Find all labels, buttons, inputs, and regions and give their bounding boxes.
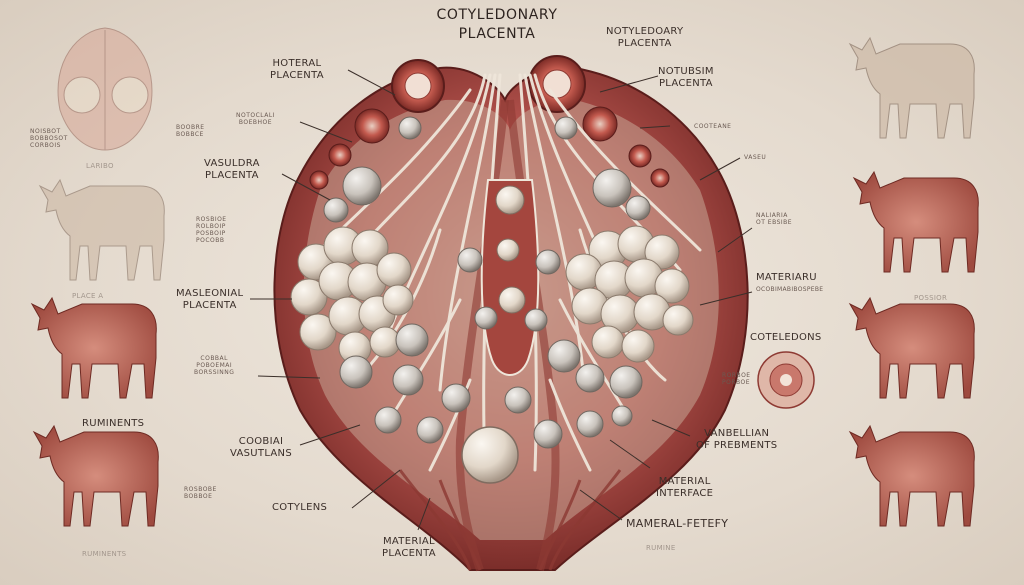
- title-line-1: COTYLEDONARY: [436, 7, 558, 23]
- label-top-left-small: NOISBOT BOBBOSOT CORBOIS: [30, 128, 68, 149]
- label-line: POSBOIP: [196, 230, 226, 237]
- label-line: MATERIAL: [658, 476, 711, 487]
- label-line: OCOBIMABIBOSPEBE: [756, 286, 824, 293]
- label-line: CORBOIS: [30, 142, 61, 149]
- animal-right-4: [848, 424, 975, 527]
- animal-right-1: [848, 36, 975, 139]
- label-coobiai-vasutlans: COOBIAI VASUTLANS: [230, 436, 292, 460]
- label-ruminents: RUMINENTS: [82, 418, 145, 429]
- label-masleonial-placenta: MASLEONIAL PLACENTA: [176, 288, 243, 312]
- label-line: BOBBCE: [176, 131, 204, 138]
- coteledon-inset: [757, 351, 815, 409]
- label-line: NALIARIA: [756, 212, 788, 219]
- label-vanbellian: VANBELLIAN OF PREBMENTS: [696, 428, 777, 452]
- label-noteral-placenta: HOTERAL PLACENTA: [270, 58, 324, 82]
- label-line: PLACENTA: [658, 78, 713, 89]
- label-line: BOBBOE: [184, 493, 213, 500]
- label-line: BORSSINNG: [194, 369, 235, 376]
- animal-right-3: [848, 296, 975, 399]
- label-line: MATERIAL: [383, 536, 435, 547]
- page-title: COTYLEDONARY PLACENTA: [412, 6, 582, 44]
- animal-right-2: [852, 170, 979, 273]
- label-line: NOTYLEDOARY: [606, 26, 684, 37]
- label-coteledons: COTELEDONS: [750, 332, 822, 343]
- label-line: OF PREBMENTS: [696, 440, 778, 451]
- label-notyledoary-placenta: NOTYLEDOARY PLACENTA: [606, 26, 683, 50]
- label-line: BOBBOSOT: [30, 135, 68, 142]
- label-cobbal: COBBAL POBOEMAI BORSSINNG: [194, 355, 234, 376]
- bottom-strands: [398, 469, 622, 571]
- label-materiaru: MATERIARU OCOBIMABIBOSPEBE: [756, 272, 823, 296]
- label-coteledons-sub: RORBOE PORBOE: [722, 372, 751, 386]
- label-line: ROSBIOE: [196, 216, 227, 223]
- label-placea-faint: PLACE A: [72, 292, 104, 300]
- label-mameral-fetefy: MAMERAL-FETEFY: [626, 517, 729, 530]
- label-line: PLACENTA: [182, 300, 237, 311]
- label-line: VASULDRA: [204, 158, 260, 169]
- label-line: MASLEONIAL: [176, 288, 244, 299]
- label-line: INTERFACE: [656, 488, 714, 499]
- label-notubsim-placenta: NOTUBSIM PLACENTA: [658, 66, 714, 90]
- label-line: VASUTLANS: [230, 448, 292, 459]
- label-line: ROLBOIP: [196, 223, 226, 230]
- label-line: VANBELLIAN: [704, 428, 770, 439]
- label-line: PLACENTA: [382, 548, 436, 559]
- label-line: PLACENTA: [204, 170, 259, 181]
- left-cotyledon-cluster: [290, 226, 414, 365]
- label-faint-bottom: RUMINE: [646, 544, 676, 552]
- animal-left-2: [30, 296, 157, 399]
- label-line: NOISBOT: [30, 128, 61, 135]
- label-line: HOTERAL: [272, 58, 322, 69]
- label-top-left-small-2: BOOBRE BOBBCE: [176, 124, 205, 138]
- label-line: RORBOE: [722, 372, 751, 379]
- label-naliaria: NALIARIA OT EBSIBE: [756, 212, 792, 226]
- label-notoclal: NOTOCLALI BOEBHOE: [236, 112, 275, 126]
- label-line: PLACENTA: [617, 38, 672, 49]
- label-faint-bottom-left: RUMINENTS: [82, 550, 127, 558]
- title-line-2: PLACENTA: [458, 26, 536, 42]
- label-line: NOTUBSIM: [658, 66, 714, 77]
- label-faint-top-left: LARIBO: [86, 162, 114, 170]
- label-line: COBBAL: [200, 355, 228, 362]
- label-line: NOTOCLALI: [236, 112, 275, 119]
- label-line: POCOBB: [196, 237, 225, 244]
- label-line: PORBOE: [722, 379, 751, 386]
- right-cotyledon-cluster: [565, 225, 694, 363]
- label-line: MATERIARU: [756, 272, 817, 283]
- scattered-cotyledons: [323, 116, 651, 449]
- label-line: COOBIAI: [238, 436, 284, 447]
- leader-lines: [250, 69, 753, 531]
- label-cooteane: COOTEANE: [694, 123, 732, 130]
- label-line: PLACENTA: [270, 70, 324, 81]
- label-material-interface: MATERIAL INTERFACE: [656, 476, 713, 500]
- label-line: POBOEMAI: [196, 362, 233, 369]
- animal-left-1: [38, 178, 165, 281]
- label-line: ROSBOBE: [184, 486, 217, 493]
- label-line: BOOBRE: [176, 124, 205, 131]
- top-left-sketch: [57, 27, 153, 151]
- label-vasuldra-placenta: VASULDRA PLACENTA: [204, 158, 260, 182]
- central-channel: [461, 179, 540, 484]
- label-ruminents-small: ROSBOBE BOBBOE: [184, 486, 217, 500]
- label-line: BOEBHOE: [238, 119, 273, 126]
- label-faint-right: POSSIOR: [914, 294, 948, 302]
- label-material-placenta: MATERIAL PLACENTA: [382, 536, 436, 560]
- label-left-small-group: ROSBIOE ROLBOIP POSBOIP POCOBB: [196, 216, 227, 244]
- label-line: OT EBSIBE: [756, 219, 793, 226]
- label-vaseu: VASEU: [744, 154, 767, 161]
- label-cotylens: COTYLENS: [272, 502, 328, 513]
- animal-left-3: [32, 424, 159, 527]
